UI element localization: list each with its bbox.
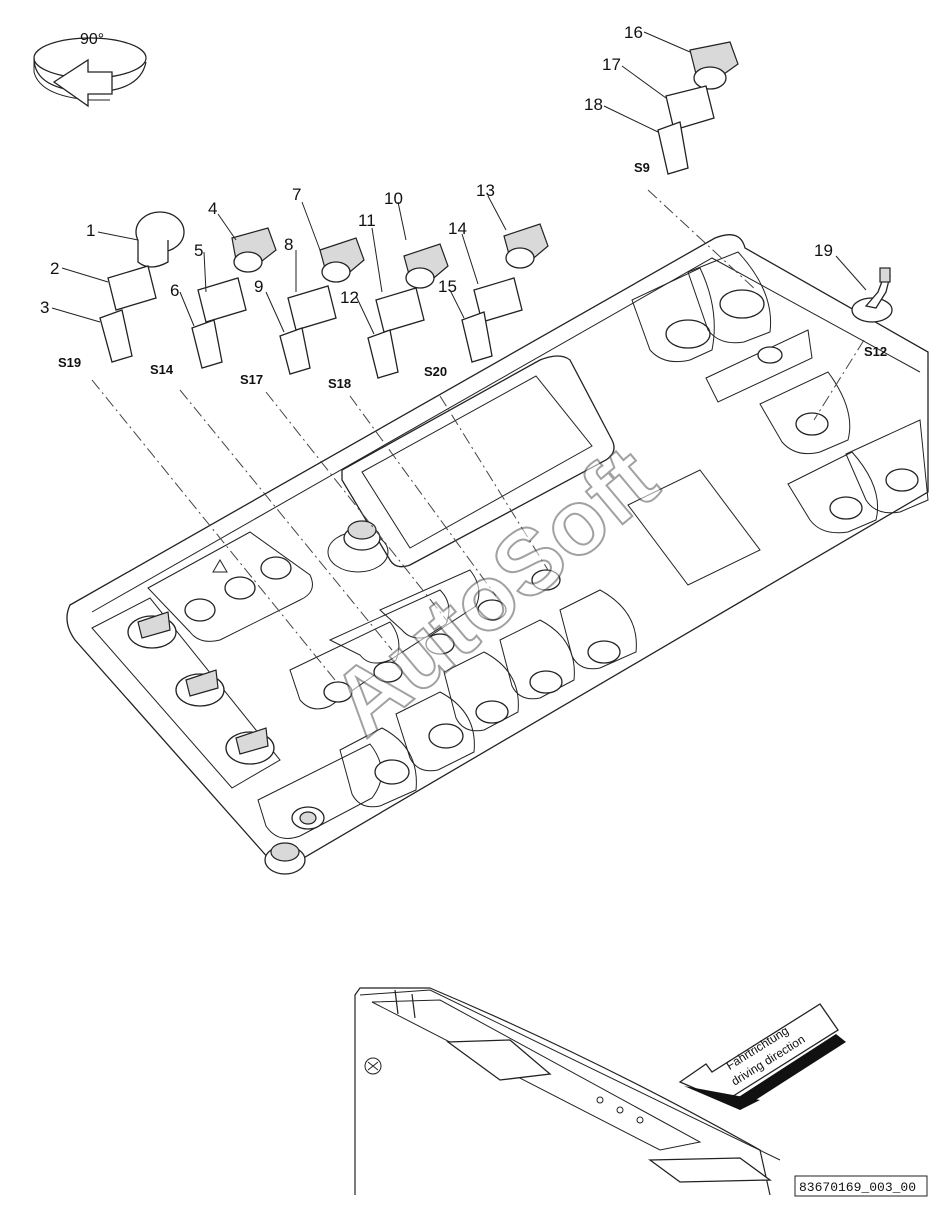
button-group-upper-left [147,531,313,642]
callout-15: 15 [438,277,457,296]
callout-8: 8 [284,235,293,254]
callout-2: 2 [50,259,59,278]
callout-19: 19 [814,241,833,260]
callout-17: 17 [602,55,621,74]
blank-label-area [627,469,761,586]
switch-stack-s14 [191,227,277,369]
joystick-s12 [851,267,893,323]
connector-plug [264,842,306,875]
callout-18: 18 [584,95,603,114]
emergency-stop-button [327,520,389,573]
callout-3: 3 [40,298,49,317]
callout-10: 10 [384,189,403,208]
callout-4: 4 [208,199,217,218]
callout-6: 6 [170,281,179,300]
switch-stack-s9 [657,41,739,175]
left-switch-strip [91,597,281,789]
switch-stack-s17 [279,237,365,375]
display-screen [341,355,615,568]
tag-s12: S12 [864,344,887,359]
driving-direction-arrow: Fahrtrichtung driving direction [678,1003,846,1110]
callout-12: 12 [340,288,359,307]
joystick-pads-right [631,251,929,534]
rotation-90-icon: 90° [33,31,147,108]
cabin-overview [354,987,781,1196]
tag-s19: S19 [58,355,81,370]
tag-s14: S14 [150,362,174,377]
callout-9: 9 [254,277,263,296]
button-pads-lower-row [257,691,475,839]
tag-s20: S20 [424,364,447,379]
tag-s17: S17 [240,372,263,387]
button-pads-middle-row [289,569,637,732]
control-panel-plate [66,234,929,875]
callout-11: 11 [358,211,376,230]
rotation-label: 90° [80,31,104,48]
switch-stack-s18 [367,243,449,379]
switch-stack-s20 [461,223,549,363]
tag-s9: S9 [634,160,650,175]
leader-lines [51,31,867,335]
callout-13: 13 [476,181,495,200]
callout-7: 7 [292,185,301,204]
callout-14: 14 [448,219,467,238]
tag-s18: S18 [328,376,351,391]
assembly-lines [91,189,865,681]
switch-tags: S19 S14 S17 S18 S20 S9 S12 [58,160,887,391]
figure-id-box: 83670169_003_00 [794,1175,928,1197]
switch-stack-s19 [99,211,185,363]
callout-16: 16 [624,23,643,42]
callout-numbers: 1 2 3 4 5 6 7 8 9 10 11 12 13 14 15 16 1… [40,23,833,317]
callout-1: 1 [86,221,95,240]
callout-5: 5 [194,241,203,260]
figure-id-text: 83670169_003_00 [799,1180,916,1195]
